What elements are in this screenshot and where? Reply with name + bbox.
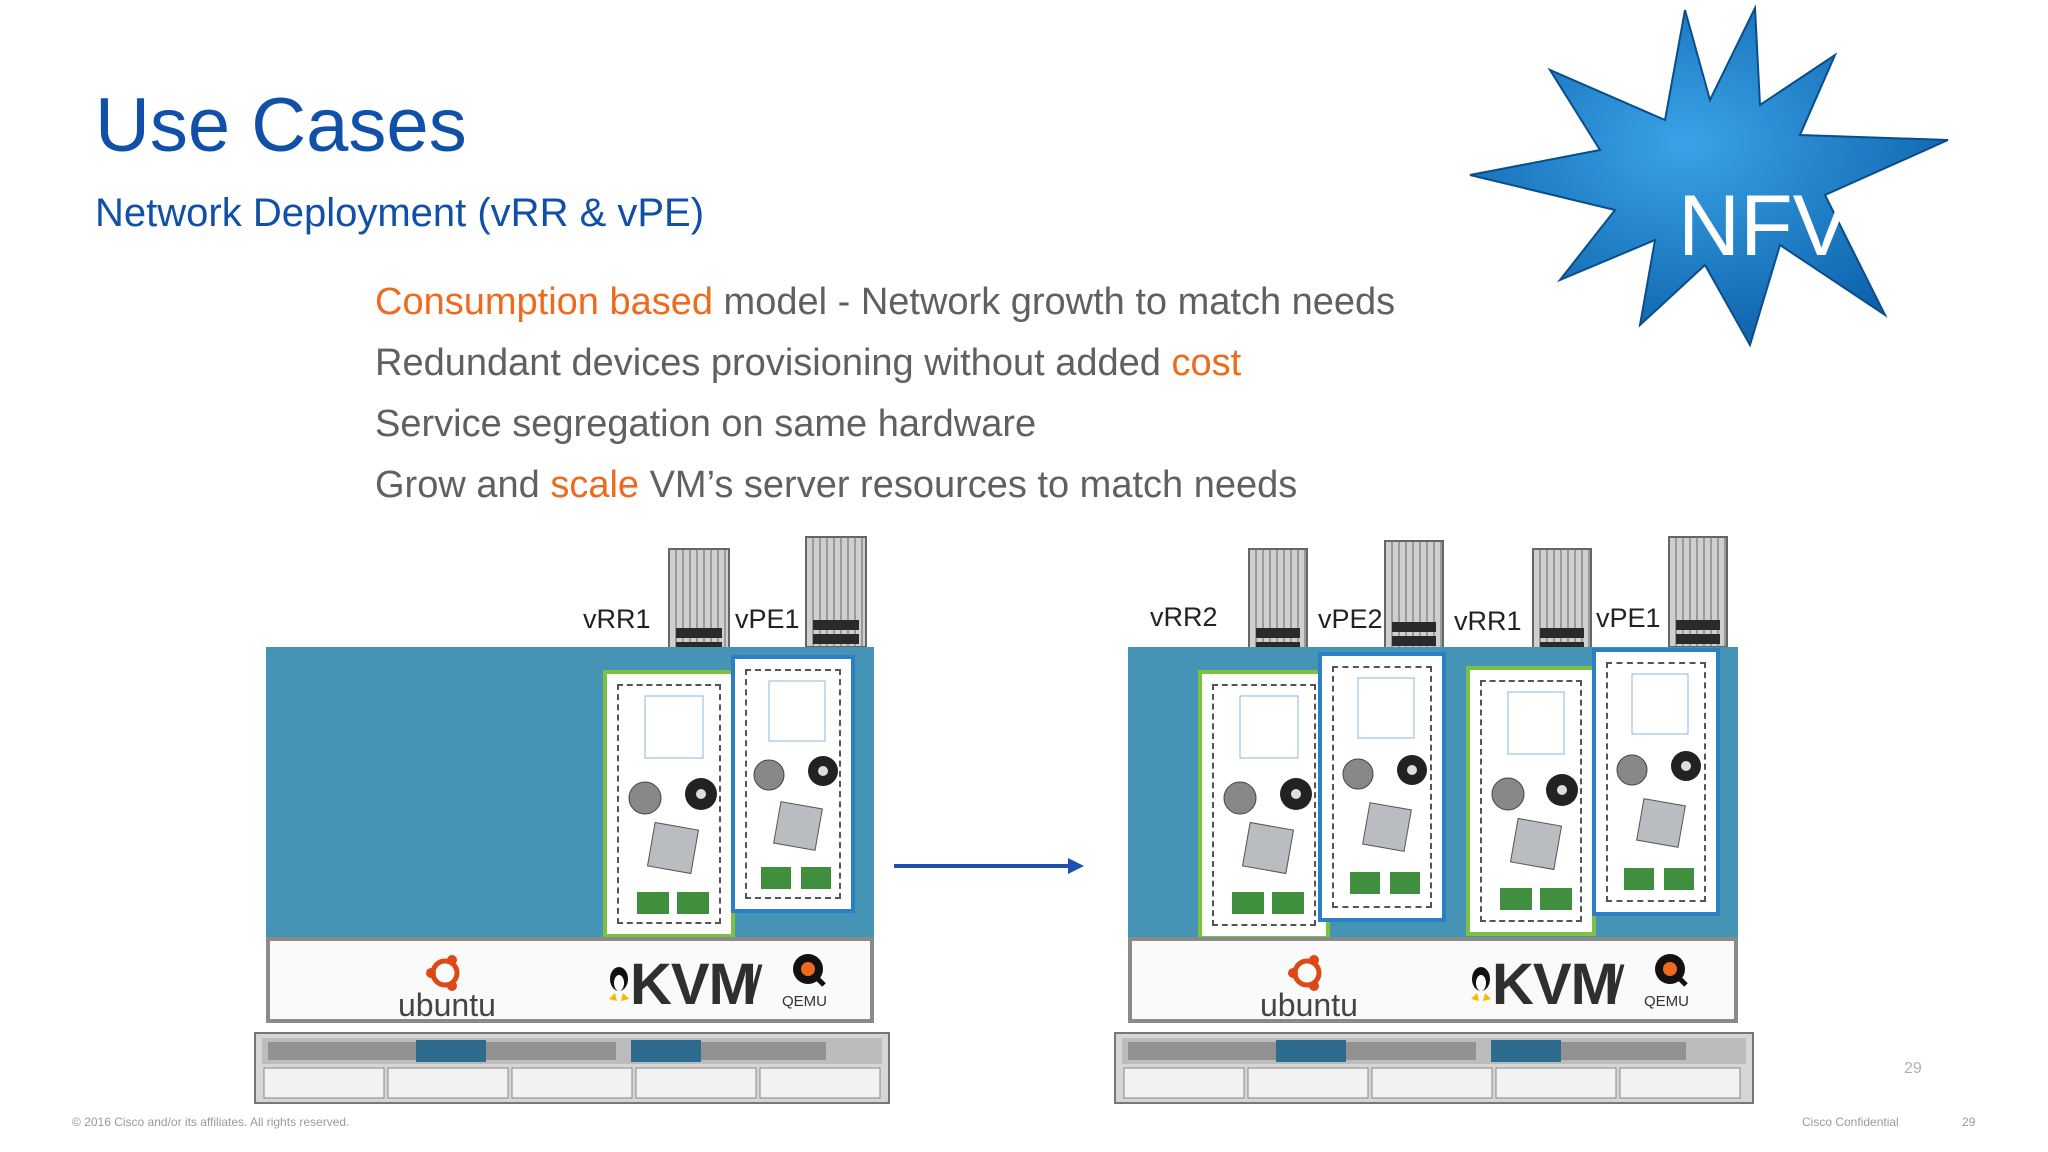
- network-card-icon: [761, 867, 791, 889]
- label-vrr1: vRR1: [583, 604, 651, 634]
- router-chassis-icon: [668, 548, 730, 656]
- ubuntu-wordmark: ubuntu: [398, 987, 496, 1023]
- config-doc-icon: [1239, 695, 1299, 759]
- network-card-icon: [1664, 868, 1694, 890]
- hard-disk-icon: [1616, 754, 1648, 786]
- network-card-icon: [1272, 892, 1304, 914]
- vm-inner: [1480, 680, 1582, 922]
- tux-icon: [1471, 967, 1491, 1001]
- vm-box-vpe1: [731, 655, 855, 913]
- qemu-wordmark: QEMU: [782, 993, 827, 1010]
- bullet-item: Service segregation on same hardware: [375, 394, 1395, 455]
- separator: /: [1610, 956, 1625, 1014]
- router-chassis-icon: [1248, 548, 1308, 656]
- qemu-wordmark: QEMU: [1644, 993, 1689, 1010]
- network-card-icon: [1540, 888, 1572, 910]
- cpu-chip-icon: [773, 801, 823, 851]
- bullet-highlight: scale: [550, 464, 640, 506]
- nfv-starburst-icon: NFV: [1440, 0, 1960, 440]
- kvm-wordmark: KVM: [630, 952, 757, 1017]
- vm-inner: [617, 684, 721, 924]
- vm-box-vpe2: [1318, 652, 1446, 922]
- qemu-logo-icon: [1655, 954, 1688, 987]
- bullet-item: Grow and scale VM’s server resources to …: [375, 455, 1395, 516]
- vm-box-vrr1: [603, 670, 735, 938]
- router-chassis-icon: [1384, 540, 1444, 650]
- bullet-item: Redundant devices provisioning without a…: [375, 333, 1395, 394]
- rack-server-icon: [254, 1032, 890, 1104]
- page-subtitle: Network Deployment (vRR & vPE): [95, 191, 705, 235]
- ubuntu-logo-icon: [1288, 955, 1322, 991]
- hard-disk-icon: [753, 759, 785, 791]
- rack-server-icon: [1114, 1032, 1754, 1104]
- bullet-highlight: Consumption based: [375, 281, 713, 323]
- config-doc-icon: [768, 680, 826, 742]
- copyright-text: © 2016 Cisco and/or its affiliates. All …: [72, 1115, 350, 1129]
- config-doc-icon: [644, 695, 704, 759]
- vm-inner: [1606, 662, 1706, 902]
- network-card-icon: [1232, 892, 1264, 914]
- cpu-chip-icon: [1362, 802, 1412, 852]
- hypervisor-host-left: ubuntu KVM / QEMU: [266, 937, 874, 1023]
- network-card-icon: [1390, 872, 1420, 894]
- network-card-icon: [801, 867, 831, 889]
- arrow-right-icon: [894, 858, 1084, 874]
- hypervisor-host-right: ubuntu KVM / QEMU: [1128, 937, 1738, 1023]
- network-card-icon: [637, 892, 669, 914]
- label-vpe2: vPE2: [1318, 604, 1383, 634]
- page-number: 29: [1962, 1115, 1976, 1129]
- ubuntu-logo-icon: [426, 955, 460, 991]
- label-vpe1-right: vPE1: [1596, 603, 1661, 633]
- config-doc-icon: [1631, 673, 1689, 735]
- kvm-wordmark: KVM: [1492, 952, 1619, 1017]
- bullet-text: model - Network growth to match needs: [713, 281, 1396, 323]
- cpu-chip-icon: [1509, 817, 1563, 871]
- hard-disk-icon: [1342, 758, 1374, 790]
- config-doc-icon: [1507, 691, 1565, 755]
- network-card-icon: [1624, 868, 1654, 890]
- vm-box-vrr2: [1198, 670, 1330, 940]
- cpu-chip-icon: [646, 821, 700, 875]
- page-title: Use Cases: [95, 83, 467, 168]
- network-card-icon: [1350, 872, 1380, 894]
- hard-disk-icon: [1491, 777, 1525, 811]
- tux-icon: [609, 967, 629, 1001]
- bullet-text: Redundant devices provisioning without a…: [375, 342, 1172, 384]
- network-card-icon: [677, 892, 709, 914]
- bullet-list: Consumption based model - Network growth…: [375, 272, 1395, 516]
- bullet-text: Service segregation on same hardware: [375, 403, 1037, 445]
- hard-disk-icon: [1223, 781, 1257, 815]
- nfv-label: NFV: [1678, 178, 1850, 274]
- vm-inner: [1212, 684, 1316, 926]
- ubuntu-wordmark: ubuntu: [1260, 987, 1358, 1023]
- network-card-icon: [1500, 888, 1532, 910]
- bullet-item: Consumption based model - Network growth…: [375, 272, 1395, 333]
- cpu-chip-icon: [1636, 798, 1686, 848]
- cpu-chip-icon: [1241, 821, 1295, 875]
- vm-box-vpe1-right: [1592, 648, 1720, 916]
- router-chassis-icon: [805, 536, 867, 648]
- confidential-label: Cisco Confidential: [1802, 1115, 1899, 1129]
- vm-inner: [1332, 666, 1432, 908]
- vm-inner: [745, 669, 841, 899]
- page-number-upper: 29: [1904, 1060, 1922, 1077]
- qemu-logo-icon: [793, 954, 826, 987]
- bullet-text: Grow and: [375, 464, 551, 506]
- label-vrr1-right: vRR1: [1454, 606, 1522, 636]
- router-chassis-icon: [1668, 536, 1728, 648]
- bullet-text: VM’s server resources to match needs: [639, 464, 1298, 506]
- vm-box-vrr1-right: [1466, 666, 1596, 936]
- bullet-highlight: cost: [1171, 342, 1242, 384]
- label-vrr2: vRR2: [1150, 602, 1218, 632]
- separator: /: [748, 956, 763, 1014]
- label-vpe1: vPE1: [735, 604, 800, 634]
- router-chassis-icon: [1532, 548, 1592, 656]
- hard-disk-icon: [628, 781, 662, 815]
- config-doc-icon: [1357, 677, 1415, 739]
